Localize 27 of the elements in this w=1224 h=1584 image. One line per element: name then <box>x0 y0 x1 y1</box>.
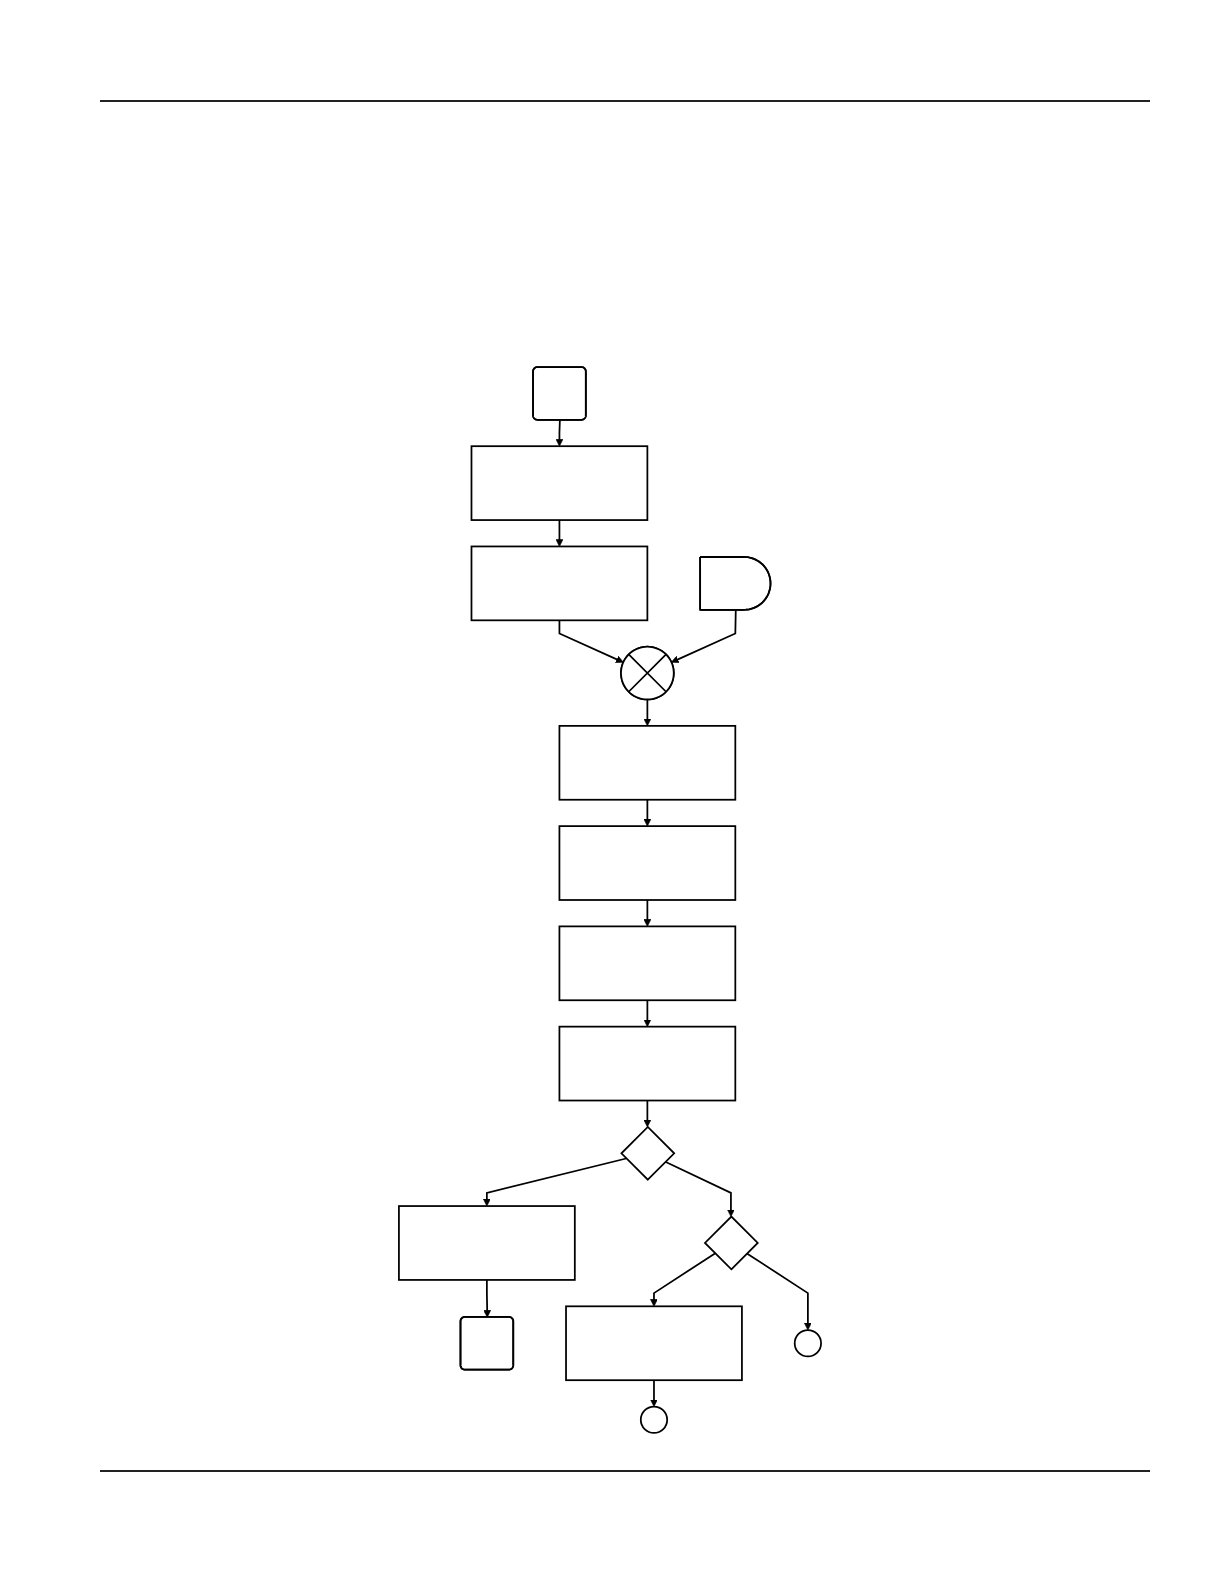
node-diamond <box>703 1215 759 1271</box>
node-box <box>558 725 737 801</box>
node-box <box>398 1205 576 1281</box>
arrow <box>643 1099 652 1128</box>
node-box <box>558 825 737 901</box>
node-box <box>470 545 649 622</box>
arrow <box>555 419 564 447</box>
arrow <box>671 609 737 663</box>
arrow <box>664 1160 735 1217</box>
arrow <box>558 619 624 663</box>
arrow <box>746 1252 812 1331</box>
arrow <box>650 1379 658 1407</box>
arrow <box>483 1279 492 1318</box>
arrow <box>643 899 652 927</box>
node-box <box>558 1025 737 1102</box>
arrow <box>643 999 652 1027</box>
node-diamond <box>620 1125 676 1181</box>
node-circle <box>793 1329 822 1358</box>
arrow <box>555 519 564 547</box>
arrow <box>650 1252 716 1307</box>
node-box <box>558 925 737 1002</box>
node-box <box>565 1305 743 1382</box>
arrow <box>643 698 652 727</box>
arrow <box>643 798 652 827</box>
arrow <box>483 1157 628 1207</box>
node-box <box>470 445 649 521</box>
node-circle <box>639 1405 669 1434</box>
